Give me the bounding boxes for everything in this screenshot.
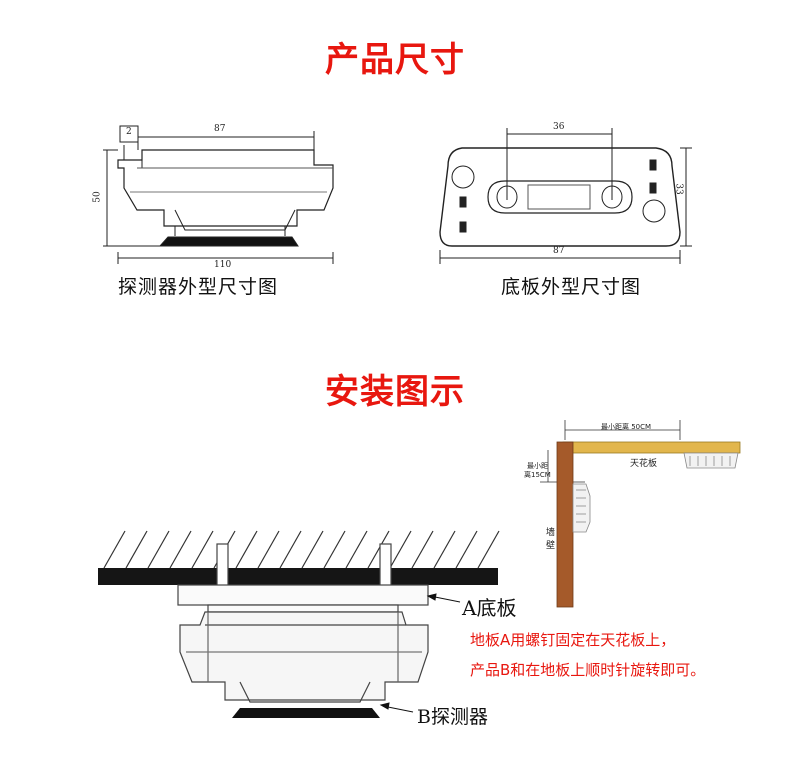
base-plate-drawing <box>439 128 692 264</box>
ceiling-min-distance: 最小距离 50CM <box>601 423 652 431</box>
base-bottom-dimension: 87 <box>553 246 565 256</box>
base-caption: 底板外型尺寸图 <box>501 276 642 298</box>
wall-label-line2: 壁 <box>546 541 556 551</box>
detector-outline-drawing <box>103 125 334 264</box>
label-a-base-plate: A底板 <box>462 596 517 620</box>
base-side-dimension: 33 <box>673 183 684 195</box>
wall-min-distance-line1: 最小距 <box>527 462 548 470</box>
instruction-line-2: 产品B和在地板上顺时针旋转即可。 <box>470 661 706 679</box>
detector-top-dimension: 87 <box>214 124 226 134</box>
dimensions-title: 产品尺寸 <box>325 40 465 80</box>
placement-diagram <box>540 420 741 608</box>
wall-label-line1: 墙 <box>546 528 556 538</box>
wall-min-distance-line2: 离15CM <box>524 471 551 479</box>
base-holes-dimension: 36 <box>553 122 565 132</box>
detector-bottom-dimension: 110 <box>214 260 232 270</box>
detector-caption: 探测器外型尺寸图 <box>118 276 279 298</box>
instruction-line-1: 地板A用螺钉固定在天花板上， <box>470 631 676 649</box>
label-b-detector: B探测器 <box>417 706 488 728</box>
detector-step-dimension: 2 <box>126 127 132 137</box>
detector-height-dimension: 50 <box>92 191 103 203</box>
install-title: 安装图示 <box>325 372 465 412</box>
installation-drawing <box>98 530 500 718</box>
ceiling-label: 天花板 <box>630 459 658 469</box>
